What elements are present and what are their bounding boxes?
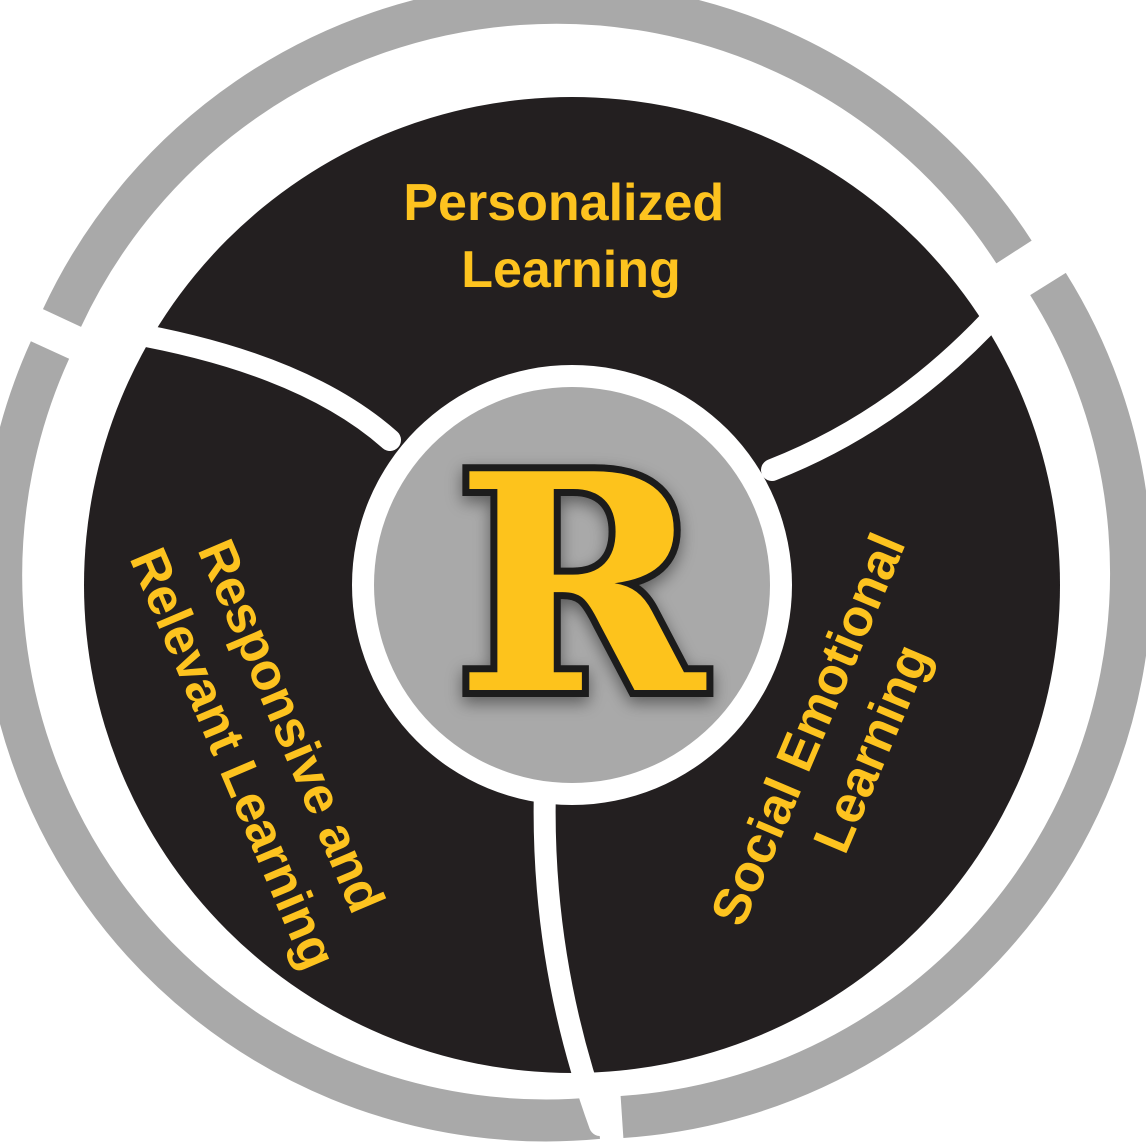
outer-ring-arc-right	[620, 272, 1146, 1138]
separator-right	[761, 299, 1011, 481]
logo-letter: R	[455, 408, 708, 761]
outer-ring-arc-left	[0, 341, 600, 1142]
separator-left	[101, 319, 401, 451]
label-personalized: Personalized Learning	[403, 174, 738, 299]
hub	[374, 387, 770, 783]
outer-ring-arc-top	[42, 0, 1032, 327]
separator-bottom	[533, 774, 611, 1136]
label-personalized-line-2: Learning	[461, 241, 681, 299]
label-personalized-line-1: Personalized	[403, 174, 724, 232]
letter-r-logo-icon: R	[448, 401, 715, 768]
segment-separators	[101, 299, 1011, 1136]
